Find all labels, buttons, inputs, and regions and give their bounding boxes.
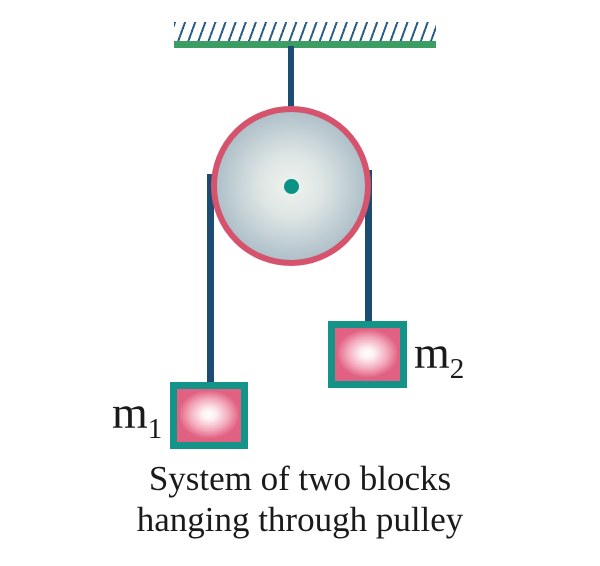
figure-caption: System of two blocks hanging through pul… <box>0 458 600 540</box>
ceiling-bar <box>174 41 436 48</box>
label-m1-base: m <box>112 387 148 438</box>
block-m2 <box>328 321 407 388</box>
right-rope <box>365 170 372 322</box>
label-m1: m1 <box>112 387 162 444</box>
pulley-wheel <box>211 106 371 266</box>
label-m1-subscript: 1 <box>147 413 163 445</box>
caption-line2: hanging through pulley <box>136 500 464 539</box>
ceiling-rope <box>288 46 294 110</box>
label-m2-subscript: 2 <box>449 353 465 385</box>
ceiling-hatching <box>174 22 436 42</box>
label-m2: m2 <box>414 327 464 384</box>
caption-line1: System of two blocks <box>148 459 452 498</box>
pulley-hub <box>283 178 299 194</box>
left-rope <box>207 174 214 382</box>
block-m1 <box>170 382 248 449</box>
label-m2-base: m <box>414 327 450 378</box>
